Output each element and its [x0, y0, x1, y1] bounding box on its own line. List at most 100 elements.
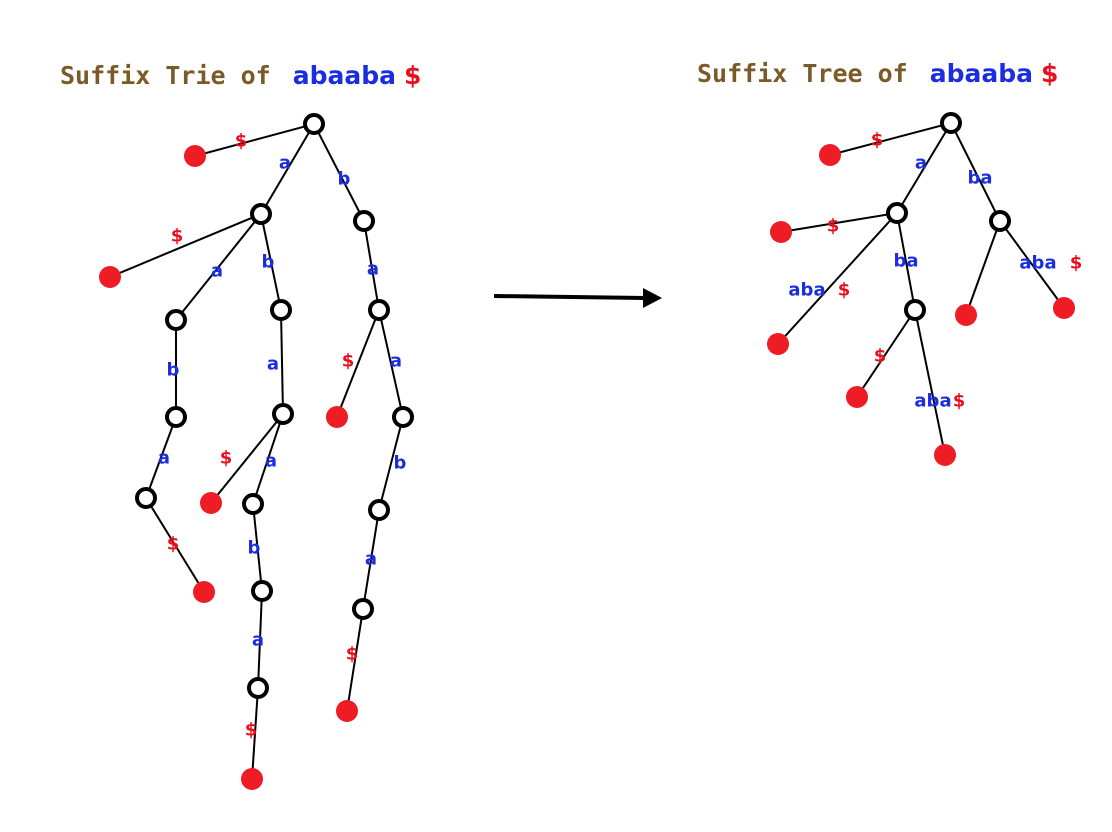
- trie-edge: [252, 413, 284, 505]
- tree-edge: [856, 309, 916, 398]
- tree-edge-label: ba: [967, 168, 992, 189]
- tree-edge: [914, 309, 946, 456]
- trie-leaf-node: [336, 700, 358, 722]
- tree-leaf-node: [819, 144, 841, 166]
- tree-edge: [780, 212, 898, 233]
- trie-edge: [313, 123, 365, 222]
- tree-edges: [777, 122, 1065, 456]
- tree-edge-label: $: [838, 280, 851, 301]
- trie-internal-node: [368, 499, 390, 521]
- trie-edge: [194, 123, 315, 157]
- trie-title-prefix: Suffix Trie of: [60, 61, 271, 90]
- tree-edge: [829, 122, 952, 156]
- trie-edge-label: a: [365, 549, 377, 570]
- tree-edge-labels: $aba$baaba$aba$$aba$: [788, 130, 1082, 412]
- trie-edge-label: $: [167, 534, 180, 555]
- trie-internal-node: [353, 210, 375, 232]
- tree-leaf-node: [934, 444, 956, 466]
- trie-edge: [346, 608, 364, 712]
- tree-title-string: abaaba: [930, 59, 1033, 88]
- trie-edge-label: $: [342, 351, 355, 372]
- tree-edge-label: $: [827, 216, 840, 237]
- tree-title-terminal: $: [1041, 59, 1058, 88]
- tree-leaf-node: [846, 386, 868, 408]
- tree-nodes: [767, 112, 1075, 466]
- tree-edge-label: $: [953, 391, 966, 412]
- trie-edge-label: a: [265, 451, 277, 472]
- trie-edges: [109, 123, 404, 780]
- trie-edge-label: b: [262, 252, 275, 273]
- trie-internal-node: [251, 580, 273, 602]
- trie-edge: [252, 503, 263, 592]
- tree-edge: [896, 122, 952, 214]
- tree-edge-label: $: [1070, 253, 1083, 274]
- trie-edge-label: a: [390, 351, 402, 372]
- trie-leaf-node: [184, 145, 206, 167]
- trie-edge-label: $: [220, 448, 233, 469]
- trie-edge-label: $: [245, 720, 258, 741]
- trie-internal-node: [165, 406, 187, 428]
- trie-edge: [210, 413, 284, 504]
- trie-edge: [145, 416, 177, 499]
- trie-edge: [260, 213, 282, 311]
- tree-internal-node: [904, 299, 926, 321]
- tree-edge: [999, 220, 1065, 309]
- tree-leaf-node: [955, 304, 977, 326]
- tree-edge-label: ba: [893, 251, 918, 272]
- trie-leaf-node: [326, 406, 348, 428]
- trie-leaf-node: [193, 581, 215, 603]
- tree-leaf-node: [767, 333, 789, 355]
- tree-edge-label: $: [871, 130, 884, 151]
- tree-edge: [896, 212, 916, 311]
- trie-edge-label: b: [167, 360, 180, 381]
- trie-edge-label: a: [367, 259, 379, 280]
- tree-title: Suffix Tree of abaaba $: [697, 59, 1058, 88]
- tree-leaf-node: [770, 221, 792, 243]
- tree-title-prefix: Suffix Tree of: [697, 59, 908, 88]
- tree-edge-label: $: [874, 346, 887, 367]
- trie-edge-label: a: [211, 261, 223, 282]
- tree-edge: [777, 212, 898, 345]
- trie-edge: [378, 416, 404, 511]
- trie-nodes: [99, 113, 414, 790]
- trie-internal-node: [165, 309, 187, 331]
- trie-internal-node: [368, 299, 390, 321]
- trie-leaf-node: [241, 768, 263, 790]
- trie-internal-node: [247, 677, 269, 699]
- tree-edge: [965, 220, 1001, 316]
- tree-leaf-node: [1053, 297, 1075, 319]
- trie-edge-label: $: [346, 644, 359, 665]
- trie-internal-node: [352, 598, 374, 620]
- trie-edge: [378, 309, 404, 418]
- trie-title-terminal: $: [404, 61, 421, 90]
- tree-internal-node: [886, 202, 908, 224]
- tree-edge-label: a: [915, 153, 927, 174]
- trie-edge: [145, 497, 205, 593]
- trie-edge-label: b: [248, 538, 261, 559]
- trie-edge: [109, 213, 262, 278]
- trie-leaf-node: [99, 266, 121, 288]
- trie-edge-label: $: [235, 131, 248, 152]
- trie-edge-label: $: [171, 226, 184, 247]
- trie-edge: [280, 309, 284, 415]
- tree-internal-node: [989, 210, 1011, 232]
- trie-leaf-node: [200, 492, 222, 514]
- trie-internal-node: [270, 299, 292, 321]
- tree-internal-node: [940, 112, 962, 134]
- trie-edge-label: a: [158, 448, 170, 469]
- trie-internal-node: [272, 403, 294, 425]
- trie-edge-label: a: [279, 153, 291, 174]
- trie-edge-label: a: [252, 630, 264, 651]
- trie-edge: [175, 213, 262, 321]
- trie-internal-node: [303, 113, 325, 135]
- trie-edge: [362, 509, 380, 610]
- trie-internal-node: [242, 493, 264, 515]
- trie-internal-node: [250, 203, 272, 225]
- trie-edge: [260, 123, 315, 215]
- trie-edge-label: a: [267, 354, 279, 375]
- trie-edge: [257, 590, 263, 689]
- tree-edge-label: aba: [914, 391, 951, 412]
- trie-edge: [363, 220, 380, 311]
